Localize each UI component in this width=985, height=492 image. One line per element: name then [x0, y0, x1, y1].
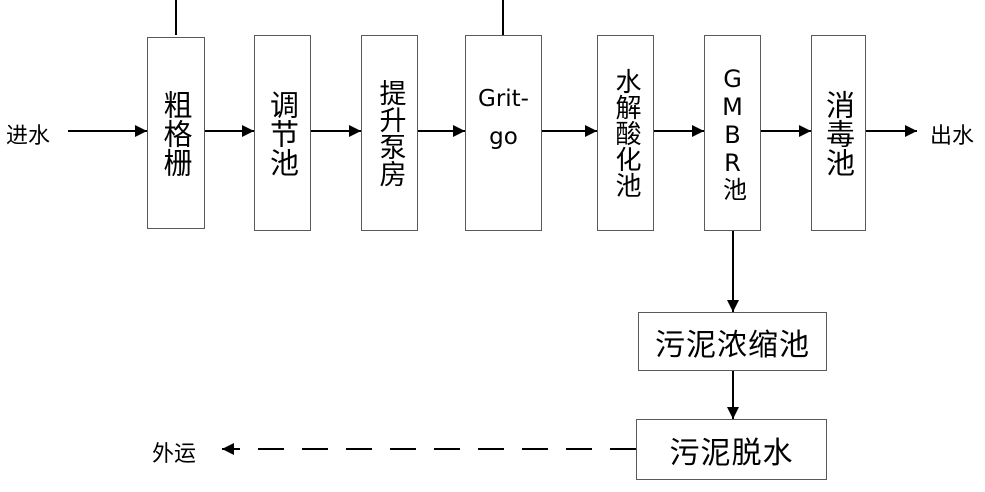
coarse-screen-box[interactable]: 粗格栅 — [147, 37, 205, 229]
hydrolysis-acidification-tank-label: 水解酸化池 — [611, 68, 641, 198]
coarse-screen-label: 粗格栅 — [159, 89, 193, 177]
hydrolysis-acidification-tank-box[interactable]: 水解酸化池 — [597, 35, 654, 231]
lift-pump-room-label: 提升泵房 — [374, 79, 406, 187]
outlet-label: 出水 — [930, 124, 975, 149]
disinfection-tank-label: 消毒池 — [821, 89, 856, 177]
grit-go-box[interactable]: Grit-go — [465, 35, 542, 231]
sludge-thickener-box[interactable]: 污泥浓缩池 — [638, 312, 827, 371]
export-label: 外运 — [152, 442, 197, 467]
sludge-dewatering-label: 污泥脱水 — [669, 435, 794, 471]
sludge-thickener-label: 污泥浓缩池 — [655, 327, 810, 363]
grit-go-label: Grit-go — [478, 86, 529, 150]
gmbr-tank-label: GMBR池 — [718, 65, 747, 201]
disinfection-tank-box[interactable]: 消毒池 — [811, 35, 866, 231]
regulating-tank-label: 调节池 — [265, 89, 300, 177]
inlet-label: 进水 — [6, 124, 51, 149]
gmbr-tank-box[interactable]: GMBR池 — [704, 35, 761, 231]
sludge-dewatering-box[interactable]: 污泥脱水 — [636, 419, 827, 480]
regulating-tank-box[interactable]: 调节池 — [254, 35, 311, 231]
lift-pump-room-box[interactable]: 提升泵房 — [361, 35, 418, 231]
